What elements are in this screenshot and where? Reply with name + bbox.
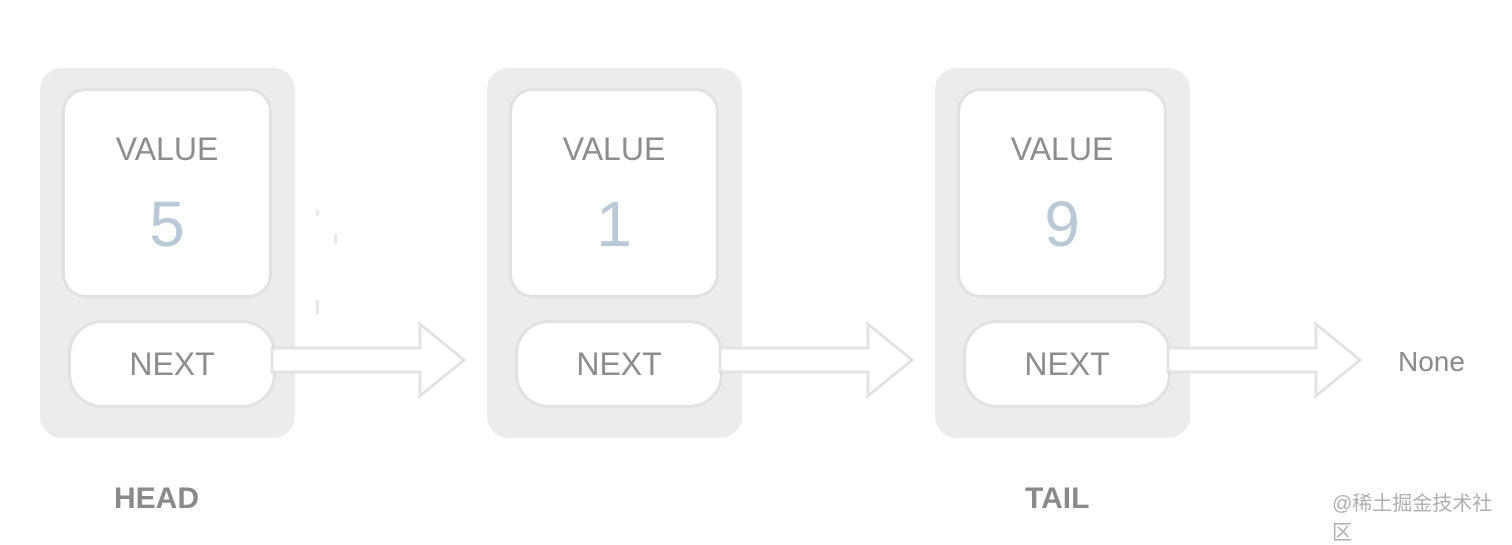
node-value-box: VALUE 1 (509, 88, 719, 298)
node-next-box: NEXT (515, 320, 723, 408)
next-pointer-arrow-3 (1166, 320, 1363, 400)
node-next-box: NEXT (963, 320, 1171, 408)
tail-caption: TAIL (1025, 482, 1090, 515)
next-label: NEXT (1024, 346, 1110, 382)
watermark: @稀土掘金技术社区 (1332, 493, 1493, 544)
value-label: VALUE (115, 131, 219, 167)
stray-mark (334, 234, 337, 244)
node-next-box: NEXT (68, 320, 276, 408)
next-label: NEXT (576, 346, 662, 382)
list-node-1: VALUE 5 NEXT (40, 68, 295, 438)
next-pointer-arrow-1 (270, 320, 467, 400)
value-label: VALUE (562, 131, 666, 167)
node-value: 1 (596, 188, 632, 260)
next-label: NEXT (129, 346, 215, 382)
node-value-box: VALUE 5 (62, 88, 272, 298)
value-label: VALUE (1010, 131, 1114, 167)
head-caption: HEAD (114, 482, 200, 515)
node-value: 9 (1044, 188, 1080, 260)
list-node-2: VALUE 1 NEXT (487, 68, 742, 438)
next-pointer-arrow-2 (718, 320, 915, 400)
stray-mark (316, 300, 319, 314)
terminal-none-label: None (1398, 346, 1465, 377)
stray-mark (316, 210, 319, 216)
list-node-3: VALUE 9 NEXT (935, 68, 1190, 438)
node-value-box: VALUE 9 (957, 88, 1167, 298)
node-value: 5 (149, 188, 185, 260)
